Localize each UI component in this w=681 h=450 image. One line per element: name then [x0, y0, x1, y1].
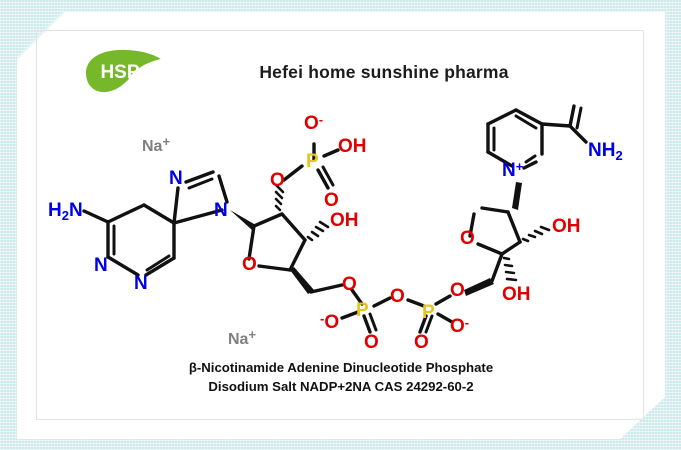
phosphate-group-2prime: O P O- OH O	[270, 112, 367, 211]
hsp-logo-text: HSP	[100, 62, 139, 83]
product-caption: β-Nicotinamide Adenine Dinucleotide Phos…	[46, 358, 636, 396]
pyridinium-nitrogen-label: N+	[502, 159, 524, 181]
phosphate-ester-oxygen-2prime: O	[270, 170, 285, 191]
phosphate-hydroxyl-2prime: OH	[338, 136, 367, 157]
hydroxyl-label-left: OH	[330, 210, 359, 231]
adenine-n7-label: N	[169, 168, 183, 189]
ribose-ring-oxygen-left: O	[242, 254, 257, 275]
adenosine-ribose-ring: O OH	[230, 183, 359, 294]
card-header: HSP Hefei home sunshine pharma	[46, 44, 636, 100]
adenine-n3-label: N	[134, 273, 148, 294]
sodium-ion-2-label: Na+	[228, 327, 256, 348]
adenine-n9-label: N	[214, 200, 228, 221]
amide-carbonyl-oxygen: O	[570, 104, 585, 105]
sodium-ion-1-label: Na+	[142, 134, 170, 155]
c3-hash-wedge-right	[502, 256, 518, 282]
hydroxyl-label-right-upper: OH	[552, 216, 581, 237]
amide-nitrogen-label: NH2	[588, 140, 623, 163]
inner-frame-border	[36, 30, 644, 420]
phosphorus-label-alpha: P	[356, 300, 369, 321]
phosphate-oxygen-anion-2prime: O-	[304, 112, 323, 134]
c2-hash-wedge-right	[521, 225, 551, 243]
phosphate-ester-oxygen-right: O	[450, 280, 465, 301]
adenine-n1-label: N	[94, 255, 108, 276]
phosphate-double-bond-oxygen-alpha: O	[364, 332, 379, 352]
c3-hash-wedge-left	[306, 220, 330, 242]
phosphorus-label-2prime: P	[306, 151, 319, 172]
phosphate-double-bond-oxygen-beta: O	[414, 332, 429, 352]
nicotinamide-ribose-ring: O OH OH	[460, 182, 581, 305]
phosphorus-label-beta: P	[422, 302, 435, 323]
leaf-shape-group	[84, 47, 164, 95]
c2-hash-wedge-left	[274, 183, 285, 212]
chemical-structure-diagram: .bd { stroke:#111111; stroke-width:3.4; …	[46, 104, 646, 352]
adenine-ring-system: N N N N H2N	[48, 168, 229, 294]
pyrophosphate-bridge: O P -O O O O P O- O	[320, 274, 469, 352]
caption-line-1: β-Nicotinamide Adenine Dinucleotide Phos…	[188, 360, 494, 375]
phosphate-oxygen-anion-beta: O-	[450, 315, 469, 337]
phosphate-bridge-oxygen: O	[390, 286, 405, 307]
hydroxyl-label-right-lower: OH	[502, 284, 531, 305]
page-title: Hefei home sunshine pharma	[259, 61, 509, 82]
phosphate-ester-oxygen-left: O	[342, 274, 357, 295]
ribose-ring-oxygen-right: O	[460, 228, 475, 249]
caption-line-2: Disodium Salt NADP+2NA CAS 24292-60-2	[208, 379, 474, 394]
amino-group-label: H2N	[48, 200, 83, 223]
phosphate-oxygen-anion-alpha: -O	[320, 311, 339, 333]
phosphate-double-bond-oxygen-2prime: O	[324, 190, 339, 211]
hsp-leaf-logo: HSP	[82, 47, 172, 97]
nicotinamide-ring: N+ O NH2	[486, 104, 623, 181]
